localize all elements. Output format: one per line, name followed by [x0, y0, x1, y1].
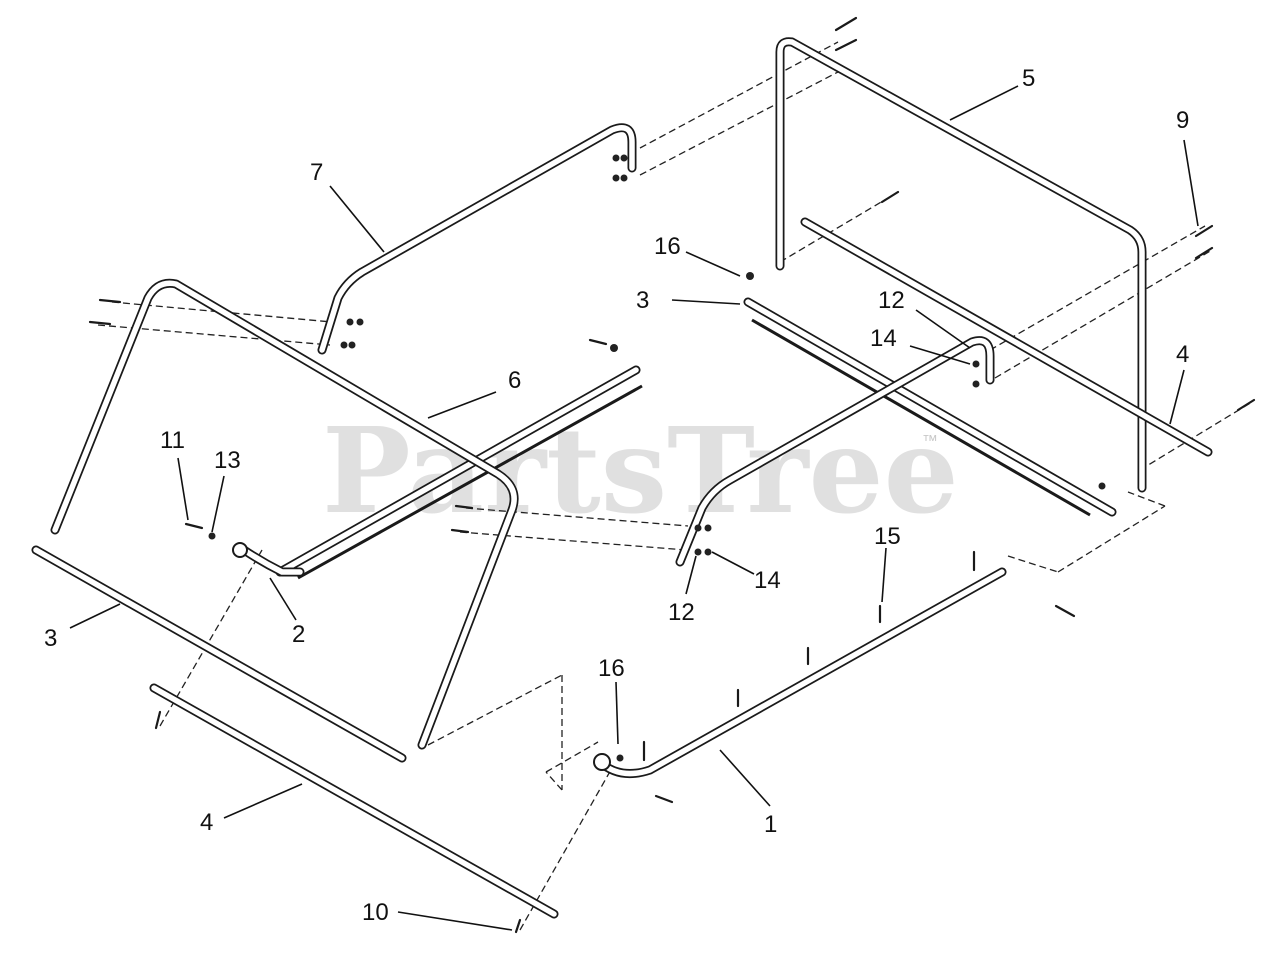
- callout-16-rear: 16: [654, 233, 681, 260]
- callout-2: 2: [292, 621, 305, 648]
- part-5-rear-hoop: [775, 37, 1147, 493]
- callout-14-rear: 14: [870, 325, 897, 352]
- watermark: PartsTree: [322, 401, 959, 540]
- part-3-rear-side-rail: [743, 297, 1117, 517]
- hardware-nuts: [208, 154, 1106, 762]
- part-1-bottom-rail: [593, 567, 1007, 779]
- leader-lines: [69, 85, 1199, 931]
- part-2-corner-bracket: [232, 542, 305, 577]
- callout-5: 5: [1022, 65, 1035, 92]
- part-front-hoop: [50, 278, 519, 750]
- callout-4-front: 4: [200, 809, 213, 836]
- callout-12-rear: 12: [878, 287, 905, 314]
- callout-labels: 1 2 3 3 4 4 5 6 7 9 10 11 12 12 13 14 14…: [44, 65, 1189, 926]
- part-6-side-channel: [275, 365, 643, 580]
- callout-14-front: 14: [754, 567, 781, 594]
- callout-3-front: 3: [44, 625, 57, 652]
- part-7-upper-arch: [317, 123, 637, 355]
- hardware-bolts: [88, 16, 1256, 934]
- callout-9: 9: [1176, 107, 1189, 134]
- callout-6: 6: [508, 367, 521, 394]
- callout-10: 10: [362, 899, 389, 926]
- callout-3-rear: 3: [636, 287, 649, 314]
- part-middle-arch: [675, 336, 995, 567]
- callout-13: 13: [214, 447, 241, 474]
- callout-15: 15: [874, 523, 901, 550]
- callout-1: 1: [764, 811, 777, 838]
- part-4-front-cross-rod: [149, 683, 559, 919]
- part-3-front-side-rail: [31, 545, 407, 763]
- callout-12-front: 12: [668, 599, 695, 626]
- callout-7: 7: [310, 159, 323, 186]
- callout-11: 11: [160, 427, 185, 454]
- watermark-trademark: ™: [922, 433, 938, 450]
- callout-4-rear: 4: [1176, 341, 1189, 368]
- callout-16-front: 16: [598, 655, 625, 682]
- part-4-rear-cross-rod: [800, 217, 1213, 457]
